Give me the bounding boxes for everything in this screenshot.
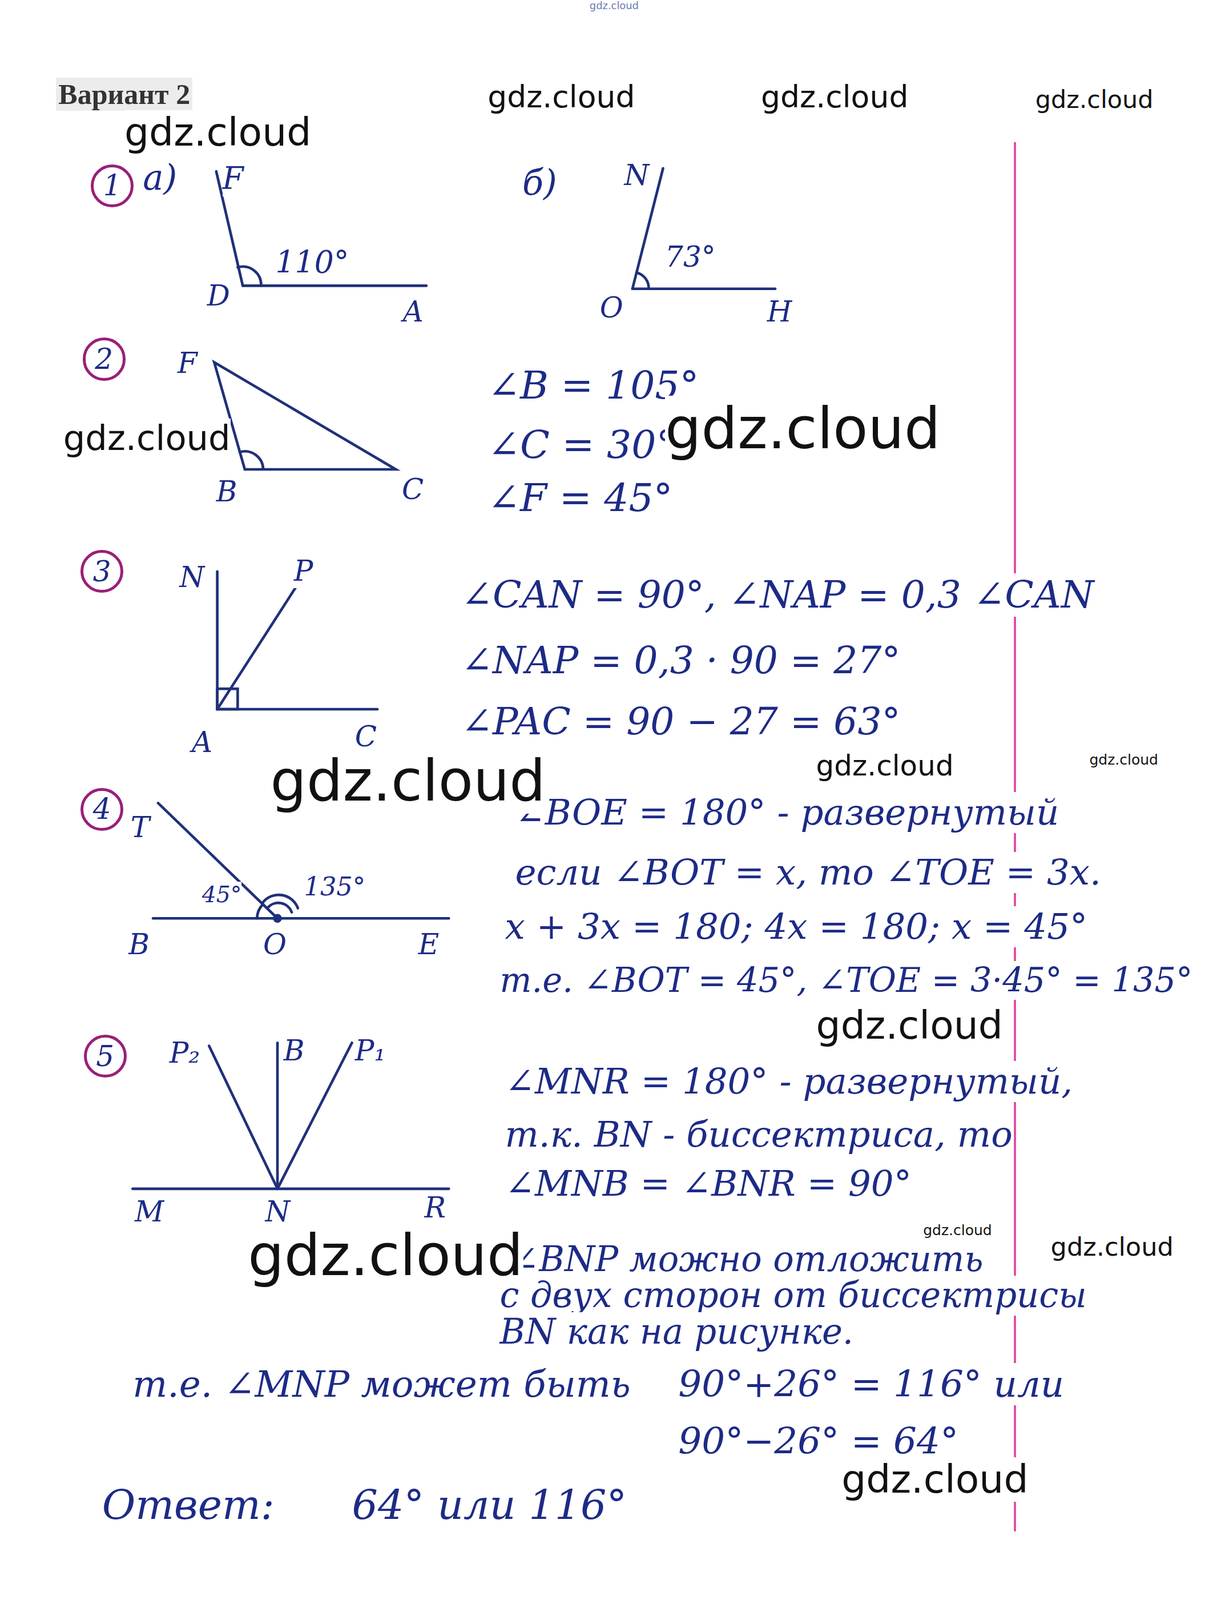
angle-arc [636, 272, 649, 289]
point-label: N [624, 159, 650, 193]
task-number: 2 [94, 342, 114, 376]
ray [242, 284, 427, 288]
item-letter: а) [142, 158, 177, 199]
point-label: B [283, 1034, 305, 1068]
task-number: 1 [103, 168, 122, 203]
task-number-circle: 1 [90, 164, 134, 208]
ray [217, 707, 378, 711]
point-label: E [418, 928, 440, 962]
angle-arc [239, 450, 264, 470]
watermark: gdz.cloud [63, 418, 231, 459]
angle-value: 110° [275, 244, 349, 281]
point-label: D [207, 279, 231, 313]
point-label: P₂ [169, 1036, 201, 1070]
ray [158, 802, 278, 918]
page-title: Вариант 2 [55, 77, 193, 111]
solution-text: BN как на рисунке. [500, 1311, 854, 1352]
ray [632, 287, 776, 290]
point-label: R [424, 1191, 446, 1225]
given-text: ∠F = 45° [487, 475, 673, 521]
watermark: gdz.cloud [1035, 85, 1154, 114]
point-label: P [293, 554, 314, 588]
point-label: H [767, 295, 793, 329]
point-label: T [130, 811, 150, 845]
angle-value: 45° [202, 881, 243, 908]
watermark: gdz.cloud [816, 1002, 1003, 1048]
point-label: F [177, 347, 198, 381]
angle-arc [256, 903, 264, 918]
task-number-circle: 5 [83, 1034, 127, 1078]
angle-arc [237, 266, 261, 286]
angle-value: 73° [665, 240, 716, 274]
ray [208, 1045, 278, 1189]
solution-text: т.е. ∠MNP может быть [132, 1362, 631, 1405]
task-number-circle: 3 [80, 549, 124, 593]
solution-text: ∠MNB = ∠BNR = 90° [505, 1162, 912, 1204]
task-number: 4 [93, 792, 112, 826]
angle-arc [263, 894, 298, 908]
ray [217, 571, 306, 709]
solution-text: с двух сторон от биссектрисы [500, 1275, 1087, 1316]
task-number: 3 [93, 554, 112, 588]
angle-arc [267, 902, 292, 912]
task-number-circle: 2 [82, 337, 126, 381]
point-label: B [128, 928, 150, 962]
watermark: gdz.cloud [816, 749, 954, 783]
point [274, 915, 281, 922]
solution-text: т.е. ∠BOT = 45°, ∠TOE = 3·45° = 135° [500, 960, 1194, 1000]
right-angle-mark [217, 688, 239, 709]
solution-text: т.к. BN - биссектриса, то [505, 1113, 1013, 1155]
bisector [276, 1042, 280, 1189]
line [152, 916, 449, 920]
item-letter: б) [522, 163, 558, 204]
solution-text: ∠CAN = 90°, ∠NAP = 0,3 ∠CAN [461, 573, 1095, 617]
solution-text: ∠NAP = 0,3 · 90 = 27° [461, 638, 901, 683]
triangle [214, 361, 396, 470]
solution-text: если ∠BOT = x, то ∠TOE = 3x. [514, 851, 1102, 893]
watermark: gdz.cloud [760, 79, 909, 115]
watermark: gdz.cloud [487, 79, 635, 115]
watermark: gdz.cloud [665, 395, 941, 462]
point-label: P₁ [355, 1034, 386, 1068]
task-number-circle: 4 [80, 787, 124, 831]
answer-text: 64° или 116° [352, 1481, 628, 1529]
solution-text: ∠BOE = 180° - развернутый [514, 791, 1059, 833]
answer-label: Ответ: [102, 1481, 275, 1529]
point-label: C [401, 473, 424, 507]
watermark: gdz.cloud [1089, 751, 1159, 769]
watermark: gdz.cloud [923, 1222, 993, 1239]
task-number: 5 [95, 1039, 115, 1073]
solution-text: x + 3x = 180; 4x = 180; x = 45° [505, 905, 1088, 948]
watermark: gdz.cloud [124, 110, 312, 155]
point-label: F [222, 160, 244, 197]
point-label: N [179, 561, 205, 595]
given-text: ∠C = 30° [487, 422, 676, 467]
watermark: gdz.cloud [270, 747, 546, 814]
angle-value: 135° [304, 872, 366, 902]
point-label: A [403, 295, 424, 329]
point-label: O [599, 291, 624, 325]
watermark: gdz.cloud [841, 1456, 1029, 1502]
point-label: M [134, 1195, 164, 1229]
margin-line [1013, 142, 1017, 1530]
watermark: gdz.cloud [589, 0, 639, 12]
solution-text: ∠MNR = 180° - развернутый, [505, 1060, 1074, 1102]
point-label: B [216, 475, 238, 509]
solution-text: ∠BNP можно отложить [509, 1239, 983, 1280]
point-label: O [263, 928, 287, 962]
watermark: gdz.cloud [247, 1222, 523, 1288]
watermark: gdz.cloud [1050, 1232, 1174, 1262]
point-label: A [191, 726, 213, 760]
solution-text: 90°+26° = 116° или [678, 1362, 1065, 1405]
line [132, 1187, 449, 1191]
solution-text: 90°−26° = 64° [678, 1419, 959, 1462]
solution-text: ∠PAC = 90 − 27 = 63° [461, 699, 901, 744]
